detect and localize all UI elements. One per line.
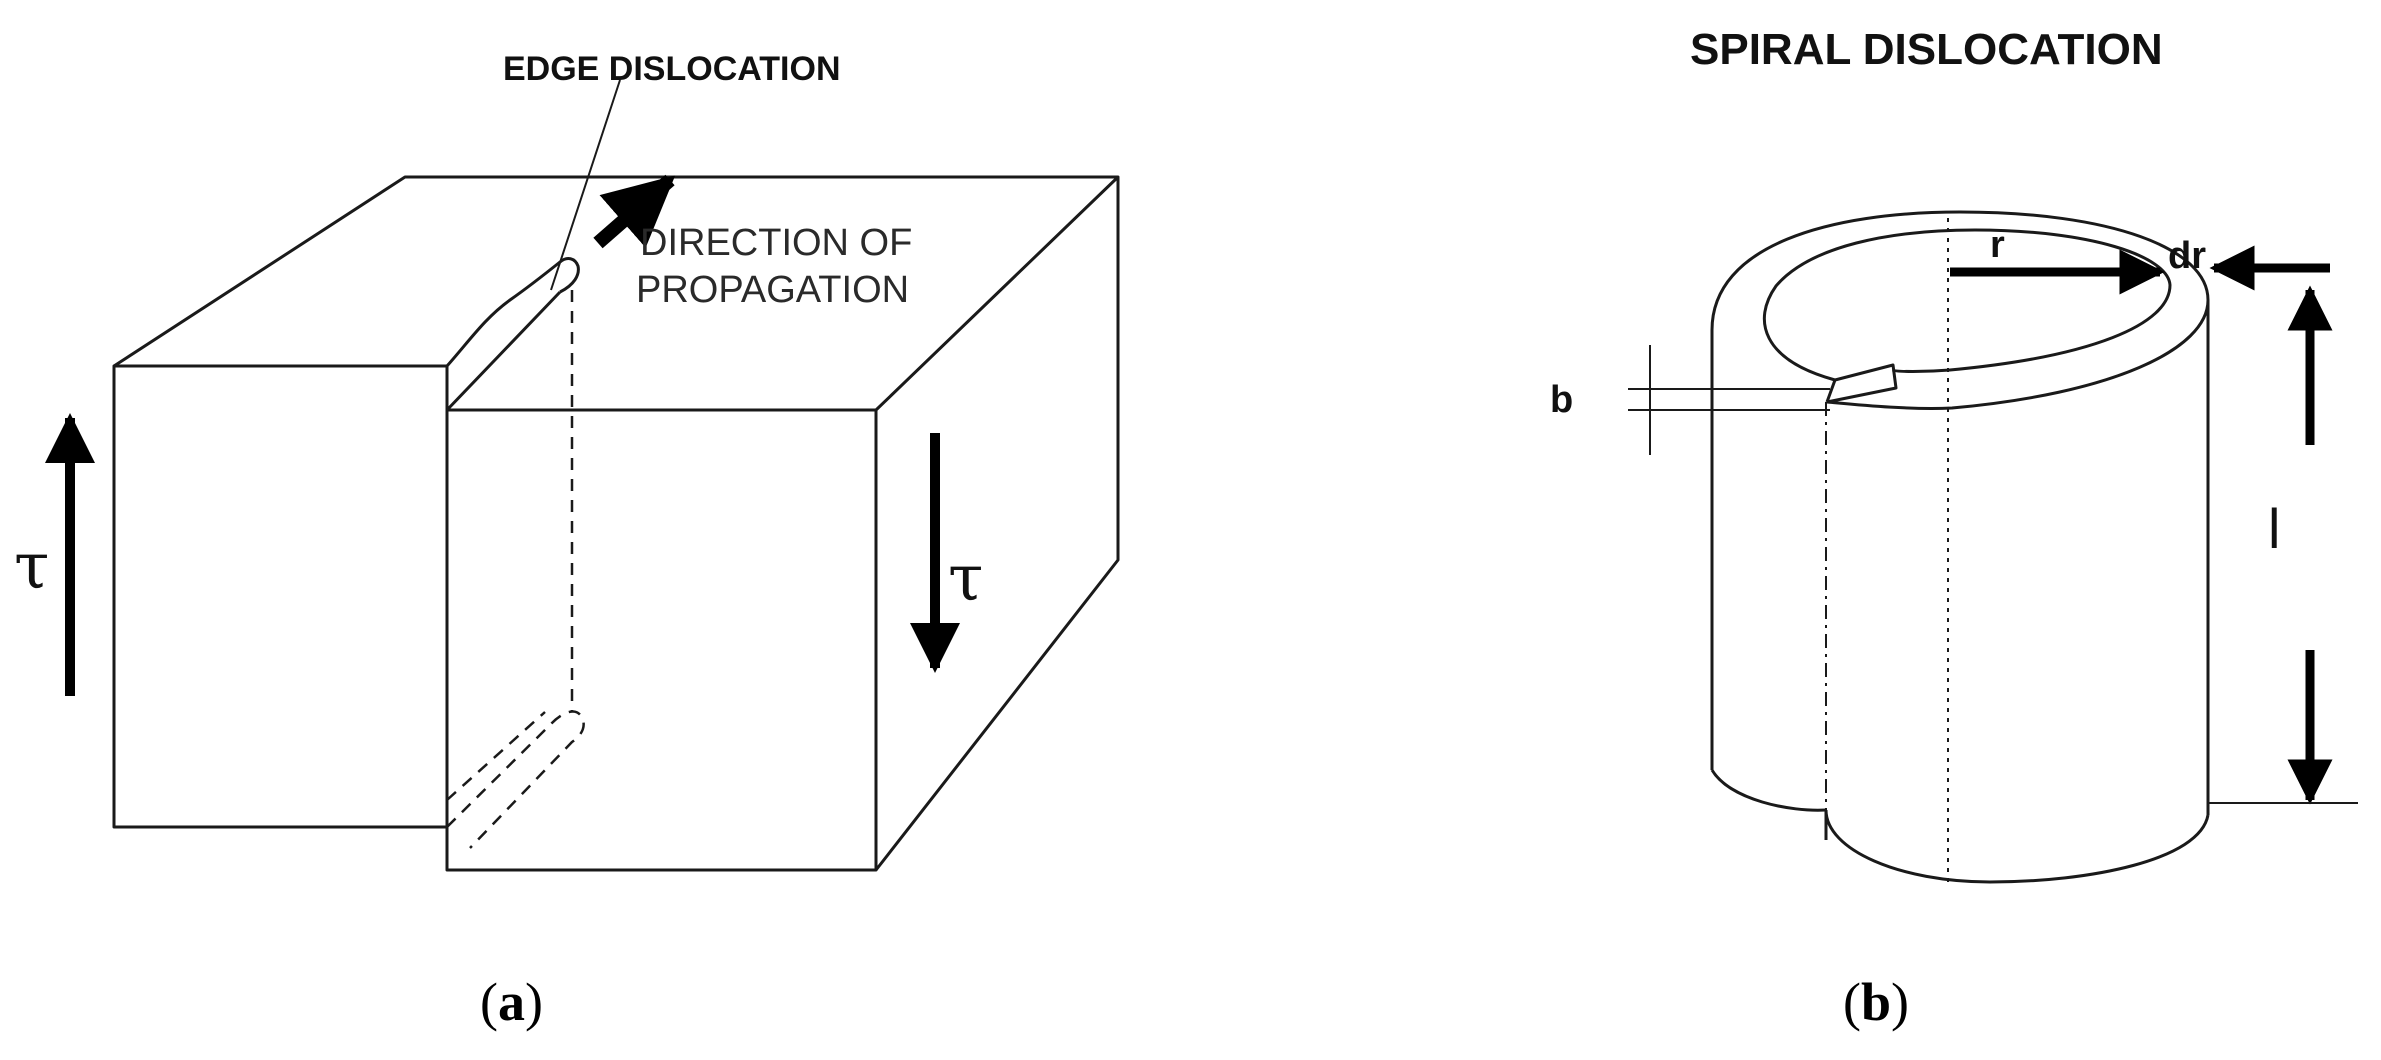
edge-dislocation-leader xyxy=(550,79,621,291)
tau-right-label: τ xyxy=(948,542,983,616)
cylinder-shell xyxy=(1710,210,2210,884)
tau-left-label: τ xyxy=(14,530,49,604)
panel-a: EDGE DISLOCATION DIRECTION OF PROPAGATIO… xyxy=(14,50,1120,1032)
caption-b: (b) xyxy=(1843,972,1909,1032)
edge-dislocation-label: EDGE DISLOCATION xyxy=(503,50,841,88)
hidden-dislocation-line xyxy=(445,290,585,870)
panel-b: SPIRAL DISLOCATION r dr b l (b) xyxy=(1550,25,2358,1032)
crystal-block xyxy=(112,175,1120,872)
direction-label-line2: PROPAGATION xyxy=(636,269,909,311)
l-label: l xyxy=(2268,497,2280,560)
r-label: r xyxy=(1990,224,2005,266)
direction-label-line1: DIRECTION OF xyxy=(640,222,912,264)
spiral-dislocation-title: SPIRAL DISLOCATION xyxy=(1690,25,2163,74)
propagation-arrow xyxy=(593,174,676,249)
dr-label: dr xyxy=(2168,235,2206,277)
caption-a: (a) xyxy=(480,972,543,1032)
b-label: b xyxy=(1550,379,1573,421)
b-dimension xyxy=(1628,345,1830,455)
